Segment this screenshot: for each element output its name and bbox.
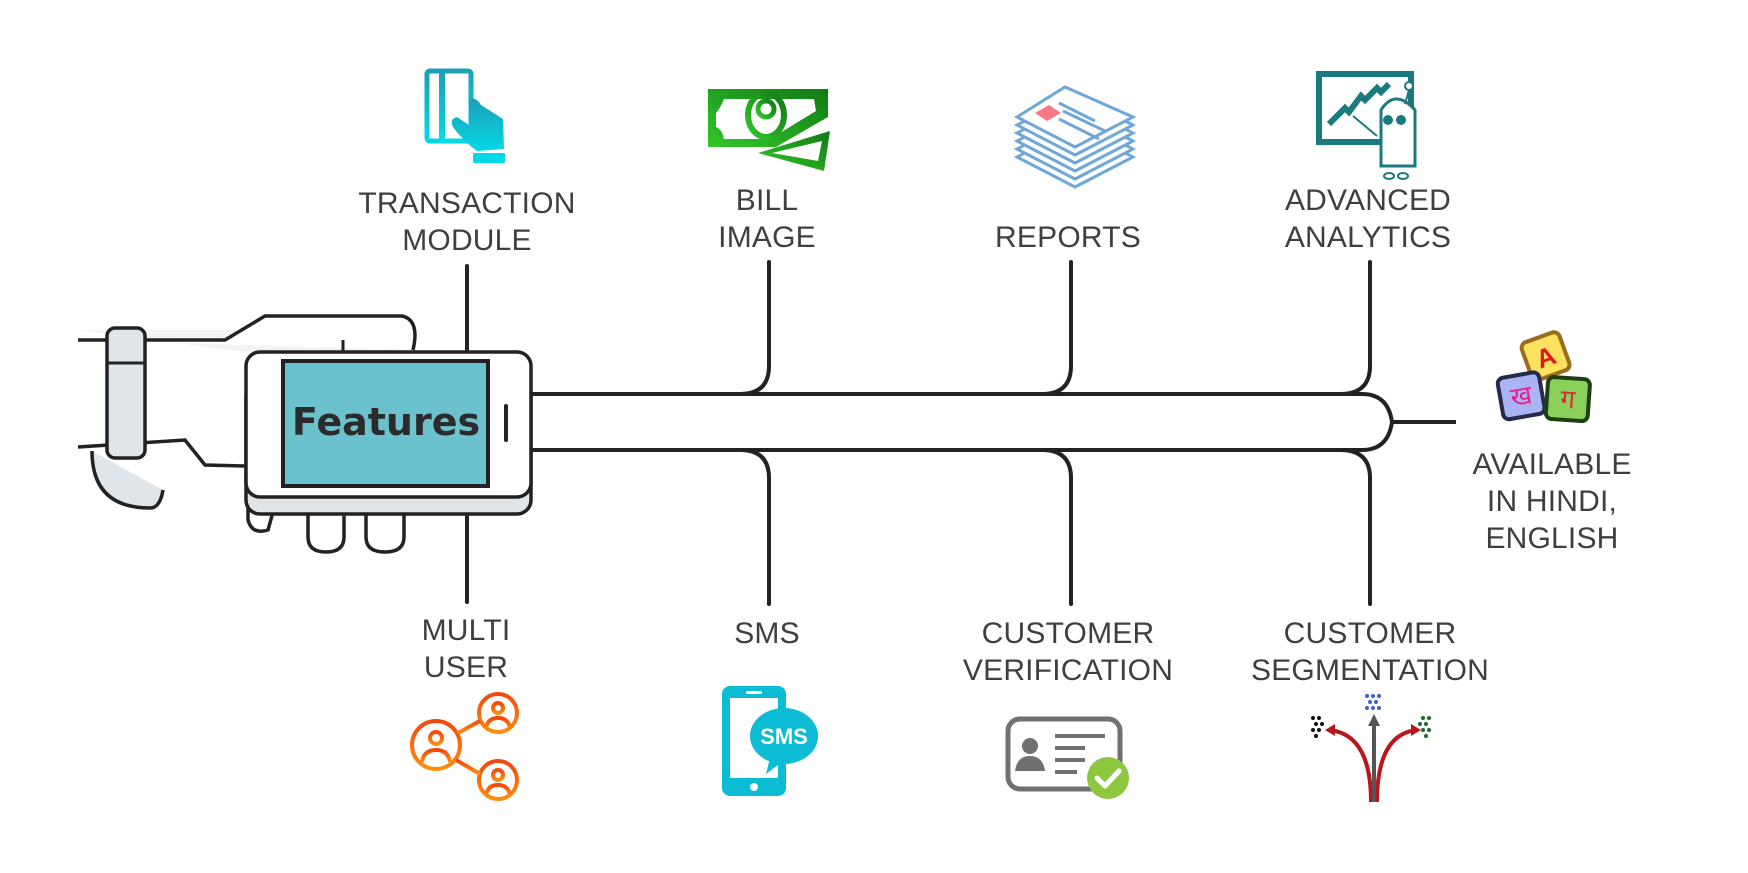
label-language-support: AVAILABLE IN HINDI, ENGLISH [1472,448,1632,555]
wristband [105,326,147,460]
label-sms: SMS [734,617,800,650]
label-bill-image: BILL IMAGE [718,184,816,254]
spine [528,392,1456,452]
segmentation-arrows-icon [1311,694,1431,803]
block-a [1519,330,1572,383]
center-title: Features [292,400,480,444]
branch-analytics [1338,260,1372,396]
svg-text:ग: ग [1559,385,1576,416]
label-multi-user: MULTI USER [421,614,511,684]
block-ga [1543,375,1592,424]
label-reports: REPORTS [995,221,1141,254]
branch-reports [1040,260,1073,396]
sms-phone-icon: SMS [722,686,818,796]
report-stack-icon [1013,85,1137,189]
label-customer-segmentation: CUSTOMER SEGMENTATION [1251,617,1489,687]
branch-verification [1040,448,1073,606]
user-network-icon [410,692,519,801]
branch-bill-image [738,260,771,396]
phone-screen [281,359,490,488]
id-card-check-icon [1005,716,1129,799]
block-kha [1495,370,1547,422]
branch-sms [738,448,771,606]
phone: Features [244,350,533,516]
analytics-robot-icon [1316,71,1417,180]
label-advanced-analytics: ADVANCED ANALYTICS [1284,184,1452,254]
label-transaction-module: TRANSACTION MODULE [358,187,576,257]
card-payment-icon [424,68,505,163]
hand-illustration [77,314,417,554]
money-bill-icon [708,89,830,171]
svg-text:SMS: SMS [760,724,808,749]
language-blocks-icon: A ख ग [1495,330,1592,424]
branch-connectors [465,260,1372,606]
label-customer-verification: CUSTOMER VERIFICATION [962,617,1174,687]
branch-segmentation [1338,448,1372,606]
